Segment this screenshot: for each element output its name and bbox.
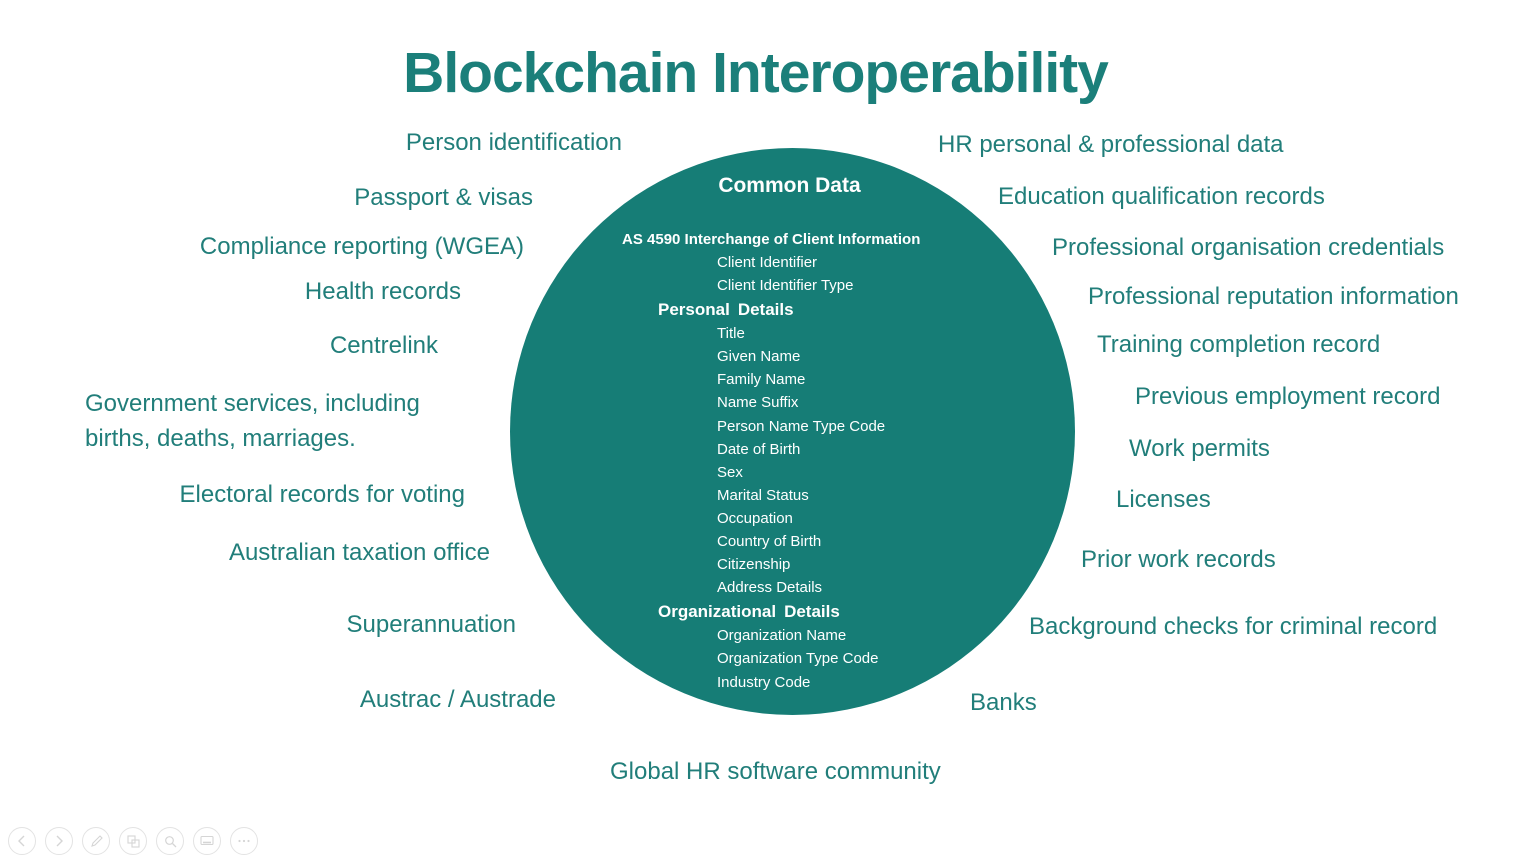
field-title: Title (717, 325, 745, 343)
as4590-heading: AS 4590 Interchange of Client Informatio… (622, 231, 921, 248)
field-family-name: Family Name (717, 371, 806, 389)
common-data-content: Common Data AS 4590 Interchange of Clien… (510, 171, 1075, 694)
field-industry-code: Industry Code (717, 673, 811, 691)
previous-slide-icon (16, 835, 28, 847)
more-options-icon (237, 838, 251, 844)
display-icon (200, 835, 214, 847)
zoom-button[interactable] (156, 827, 184, 855)
label-austrac-austrade: Austrac / Austrade (359, 686, 556, 713)
field-name-suffix: Name Suffix (717, 394, 799, 412)
label-licenses: Licenses (1116, 486, 1211, 513)
zoom-icon (164, 835, 177, 848)
common-data-heading: Common Data (718, 174, 861, 197)
field-sex: Sex (717, 463, 743, 481)
field-client-identifier: Client Identifier (717, 254, 818, 271)
label-education-qualification-records: Education qualification records (998, 183, 1325, 210)
field-address-details: Address Details (717, 579, 823, 597)
more-options-button[interactable] (230, 827, 258, 855)
field-occupation: Occupation (717, 509, 793, 527)
pen-icon (90, 834, 103, 848)
field-marital-status: Marital Status (717, 486, 809, 504)
label-passport-visas: Passport & visas (354, 184, 533, 211)
label-prior-work-records: Prior work records (1081, 546, 1276, 573)
next-slide-icon (53, 835, 65, 847)
label-banks: Banks (970, 689, 1037, 716)
slideshow-toolbar (8, 827, 258, 855)
field-citizenship: Citizenship (717, 556, 791, 574)
label-work-permits: Work permits (1129, 435, 1270, 462)
label-professional-reputation-information: Professional reputation information (1088, 283, 1459, 310)
field-country-of-birth: Country of Birth (717, 533, 822, 551)
label-person-identification: Person identification (405, 129, 622, 156)
pen-tools-button[interactable] (82, 827, 110, 855)
label-global-hr-software-community: Global HR software community (610, 758, 941, 785)
field-person-name-type-code: Person Name Type Code (717, 417, 886, 435)
label-training-completion-record: Training completion record (1097, 331, 1381, 358)
label-australian-taxation-office: Australian taxation office (228, 539, 490, 566)
label-superannuation: Superannuation (346, 611, 516, 638)
see-all-slides-button[interactable] (119, 827, 147, 855)
field-date-of-birth: Date of Birth (717, 440, 801, 458)
label-professional-organisation-credentials: Professional organisation credentials (1052, 234, 1445, 261)
label-compliance-reporting: Compliance reporting (WGEA) (199, 233, 524, 260)
see-all-slides-icon (126, 834, 140, 848)
label-previous-employment-record: Previous employment record (1135, 383, 1441, 410)
next-slide-button[interactable] (45, 827, 73, 855)
field-client-identifier-type: Client Identifier Type (717, 277, 854, 295)
field-given-name: Given Name (717, 348, 801, 366)
common-data-circle: Common Data AS 4590 Interchange of Clien… (510, 148, 1075, 715)
field-organization-type-code: Organization Type Code (717, 650, 879, 668)
label-centrelink: Centrelink (329, 332, 438, 359)
slide-title: Blockchain Interoperability (403, 41, 1109, 105)
field-organization-name: Organization Name (717, 627, 847, 645)
label-background-checks: Background checks for criminal record (1029, 613, 1438, 640)
label-hr-personal-professional-data: HR personal & professional data (938, 131, 1284, 158)
label-government-services: Government services, including births, d… (85, 390, 420, 452)
label-health-records: Health records (304, 278, 461, 305)
display-settings-button[interactable] (193, 827, 221, 855)
label-electoral-records: Electoral records for voting (179, 481, 465, 508)
previous-slide-button[interactable] (8, 827, 36, 855)
